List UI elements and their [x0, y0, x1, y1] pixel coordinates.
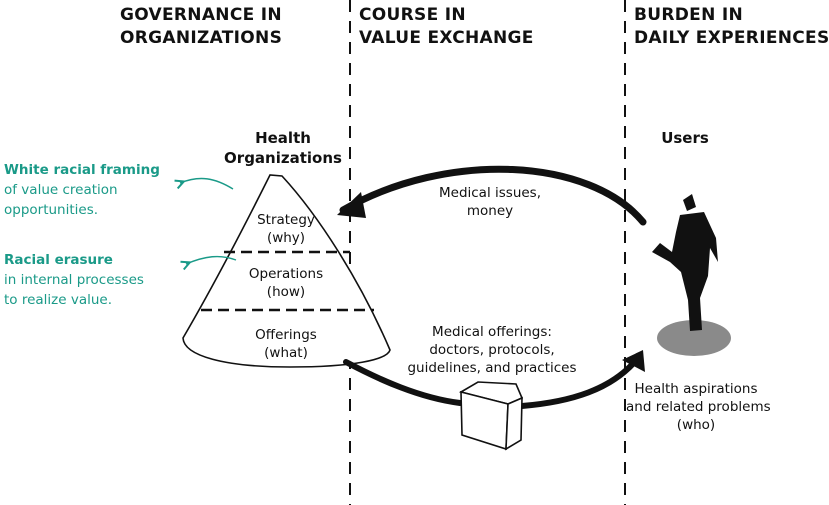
column-header-line: BURDEN IN — [634, 5, 743, 25]
users-caption-line: Health aspirations — [634, 381, 758, 397]
column-header-line: COURSE IN — [359, 5, 466, 25]
column-header-burden: BURDEN IN DAILY EXPERIENCES — [634, 4, 829, 50]
flow-label-line: guidelines, and practices — [407, 360, 577, 376]
flow-label-top: Medical issues, money — [420, 184, 560, 220]
users-caption-line: and related problems — [626, 399, 771, 415]
annotation-title: White racial framing — [4, 162, 160, 178]
layer-sub: (what) — [264, 345, 308, 361]
organization-title-line: Health — [255, 129, 311, 147]
flow-label-line: Medical offerings: — [432, 324, 552, 340]
annotation-line: opportunities. — [4, 202, 99, 218]
annotation-racial-erasure: Racial erasure in internal processes to … — [4, 250, 144, 310]
column-header-line: DAILY EXPERIENCES — [634, 28, 829, 48]
layer-sub: (how) — [266, 284, 306, 300]
annotation-line: to realize value. — [4, 292, 113, 308]
users-caption-line: (who) — [676, 417, 716, 433]
flow-label-line: money — [466, 203, 514, 219]
layer-operations: Operations (how) — [236, 265, 336, 301]
column-header-line: VALUE EXCHANGE — [359, 28, 534, 48]
annotation-title: Racial erasure — [4, 252, 113, 268]
annotation-pointer-1 — [180, 177, 234, 190]
annotation-pointer-2 — [186, 255, 237, 264]
flow-arrow-to-users — [343, 350, 645, 409]
annotation-line: of value creation — [4, 182, 118, 198]
organization-title-line: Organizations — [224, 149, 342, 167]
column-header-exchange: COURSE IN VALUE EXCHANGE — [359, 4, 534, 50]
layer-name: Offerings — [255, 327, 317, 343]
annotation-white-racial-framing: White racial framing of value creation o… — [4, 160, 160, 220]
flow-arrow-to-organization — [337, 165, 647, 226]
layer-name: Operations — [248, 266, 324, 282]
users-caption: Health aspirations and related problems … — [626, 380, 771, 434]
user-shadow — [657, 320, 731, 356]
user-figure-icon — [652, 194, 731, 356]
layer-offerings: Offerings (what) — [236, 326, 336, 362]
annotation-line: in internal processes — [4, 272, 144, 288]
layer-strategy: Strategy (why) — [236, 211, 336, 247]
flow-label-line: Medical issues, — [438, 185, 541, 201]
layer-name: Strategy — [257, 212, 315, 228]
organization-pyramid — [182, 174, 391, 368]
column-header-line: ORGANIZATIONS — [120, 28, 283, 48]
organization-title: Health Organizations — [218, 128, 348, 168]
users-title: Users — [661, 129, 709, 147]
layer-sub: (why) — [266, 230, 306, 246]
offering-box-icon — [458, 381, 524, 451]
flow-label-bottom: Medical offerings: doctors, protocols, g… — [402, 323, 582, 377]
flow-label-line: doctors, protocols, — [429, 342, 555, 358]
column-header-governance: GOVERNANCE IN ORGANIZATIONS — [120, 4, 282, 50]
column-header-line: GOVERNANCE IN — [120, 5, 282, 25]
